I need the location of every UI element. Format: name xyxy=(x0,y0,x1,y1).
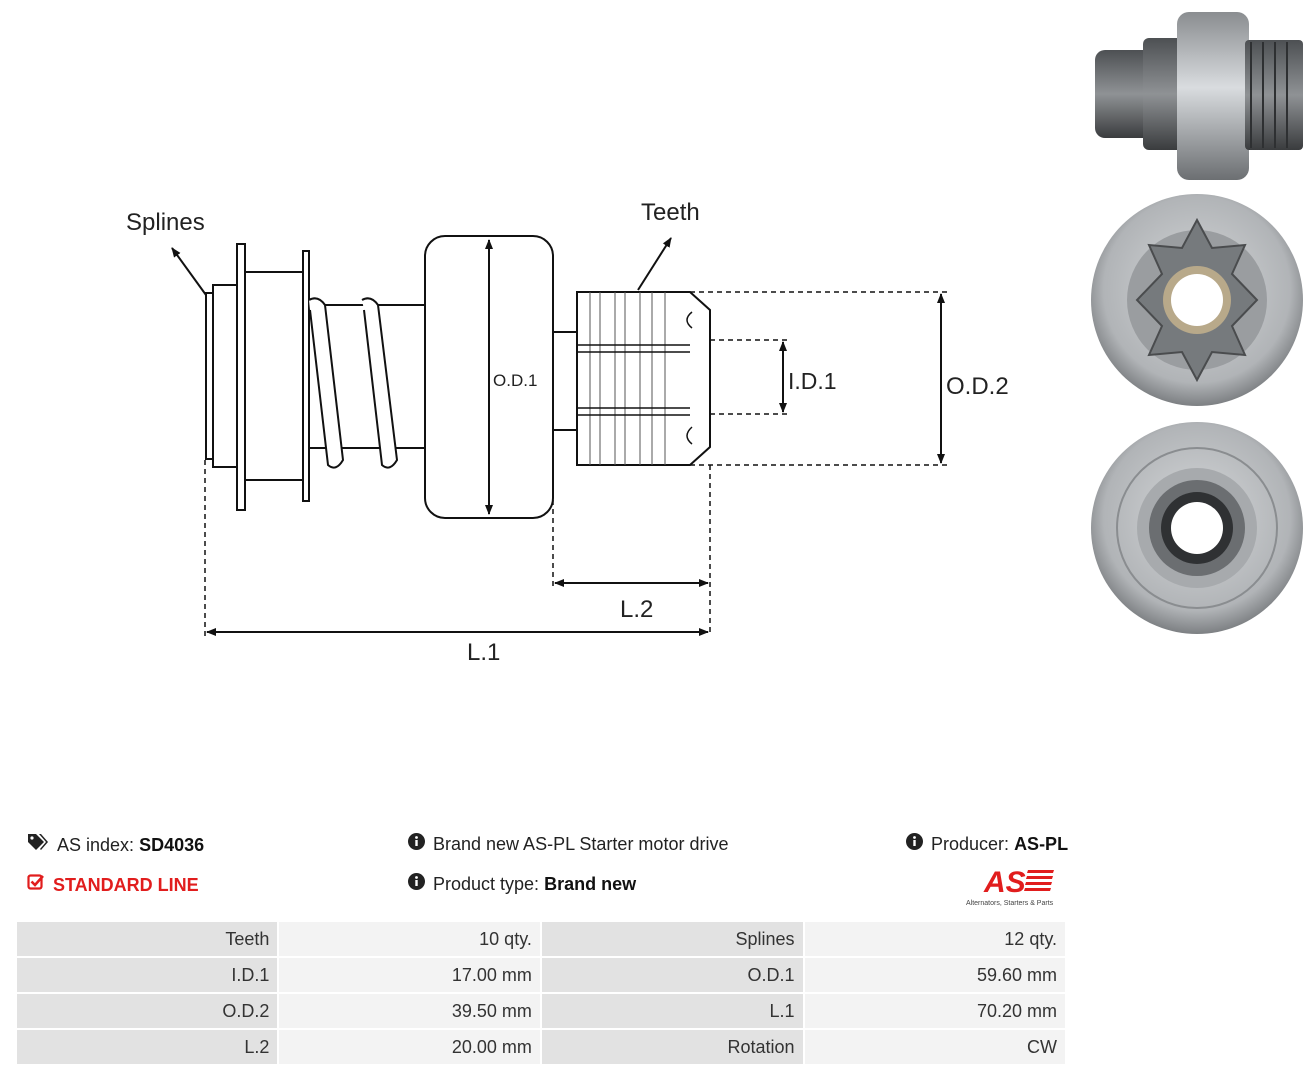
producer-value: AS-PL xyxy=(1014,834,1069,854)
spec-value-cell: 10 qty. xyxy=(277,920,542,958)
photo-side-view xyxy=(1095,12,1303,180)
product-type-value: Brand new xyxy=(544,874,637,894)
logo-tagline: Alternators, Starters & Parts xyxy=(966,900,1054,907)
product-type: Product type: Brand new xyxy=(408,873,636,895)
spring-coil-2 xyxy=(361,297,399,469)
splines-leader xyxy=(171,247,207,296)
spec-value-cell: 17.00 mm xyxy=(277,956,542,994)
spec-value-cell: 39.50 mm xyxy=(277,992,542,1030)
logo-mark: AS xyxy=(983,866,1026,899)
spec-label-cell: Teeth xyxy=(14,920,280,958)
info-icon xyxy=(408,833,425,855)
producer: Producer: AS-PL xyxy=(906,833,1068,855)
spring-coil-1 xyxy=(308,297,345,469)
spec-value-cell: 70.20 mm xyxy=(802,992,1068,1030)
spline-collar xyxy=(212,284,238,468)
pinion-neck xyxy=(552,331,578,431)
flange-right xyxy=(302,250,310,502)
splines-label: Splines xyxy=(126,209,205,236)
l2-label: L.2 xyxy=(620,596,653,623)
teeth-leader xyxy=(637,237,672,291)
as-index: AS index: SD4036 xyxy=(27,833,204,856)
pinion-gear xyxy=(576,291,711,466)
as-pl-logo: AS Alternators, Starters & Parts xyxy=(966,866,1054,907)
teeth-label: Teeth xyxy=(641,199,700,226)
spec-value-cell: 20.00 mm xyxy=(277,1028,542,1066)
description-text: Brand new AS-PL Starter motor drive xyxy=(433,834,729,854)
photo-rear-view xyxy=(1091,422,1303,634)
as-index-label: AS index: xyxy=(57,834,135,855)
tags-icon xyxy=(27,833,49,856)
technical-drawing: Splines Teeth O.D.1 I.D.1 O.D.2 L.2 L.1 xyxy=(126,199,1009,666)
spec-label-cell: O.D.1 xyxy=(539,956,805,994)
spec-label-cell: Splines xyxy=(539,920,805,958)
flange-left xyxy=(236,243,246,511)
l1-label: L.1 xyxy=(467,639,500,666)
spec-value-cell: 59.60 mm xyxy=(802,956,1068,994)
product-type-label: Product type: xyxy=(433,874,540,894)
info-icon xyxy=(906,833,923,855)
spec-label-cell: O.D.2 xyxy=(14,992,280,1030)
od2-label: O.D.2 xyxy=(946,373,1009,400)
spec-label-cell: Rotation xyxy=(539,1028,805,1066)
producer-label: Producer: xyxy=(931,834,1010,854)
photo-front-view xyxy=(1091,194,1303,406)
spec-label-cell: L.2 xyxy=(14,1028,280,1066)
product-photos xyxy=(1091,12,1303,634)
check-square-icon xyxy=(27,873,45,896)
hub xyxy=(244,271,304,481)
info-icon xyxy=(408,873,425,895)
spec-value-cell: CW xyxy=(802,1028,1068,1066)
spec-label-cell: I.D.1 xyxy=(14,956,280,994)
product-line-label: STANDARD LINE xyxy=(53,874,199,895)
id1-label: I.D.1 xyxy=(788,368,837,394)
product-line: STANDARD LINE xyxy=(27,873,199,896)
od1-label: O.D.1 xyxy=(493,371,537,390)
as-index-value: SD4036 xyxy=(139,834,205,855)
spec-value-cell: 12 qty. xyxy=(802,920,1068,958)
spec-label-cell: L.1 xyxy=(539,992,805,1030)
description: Brand new AS-PL Starter motor drive xyxy=(408,833,728,855)
